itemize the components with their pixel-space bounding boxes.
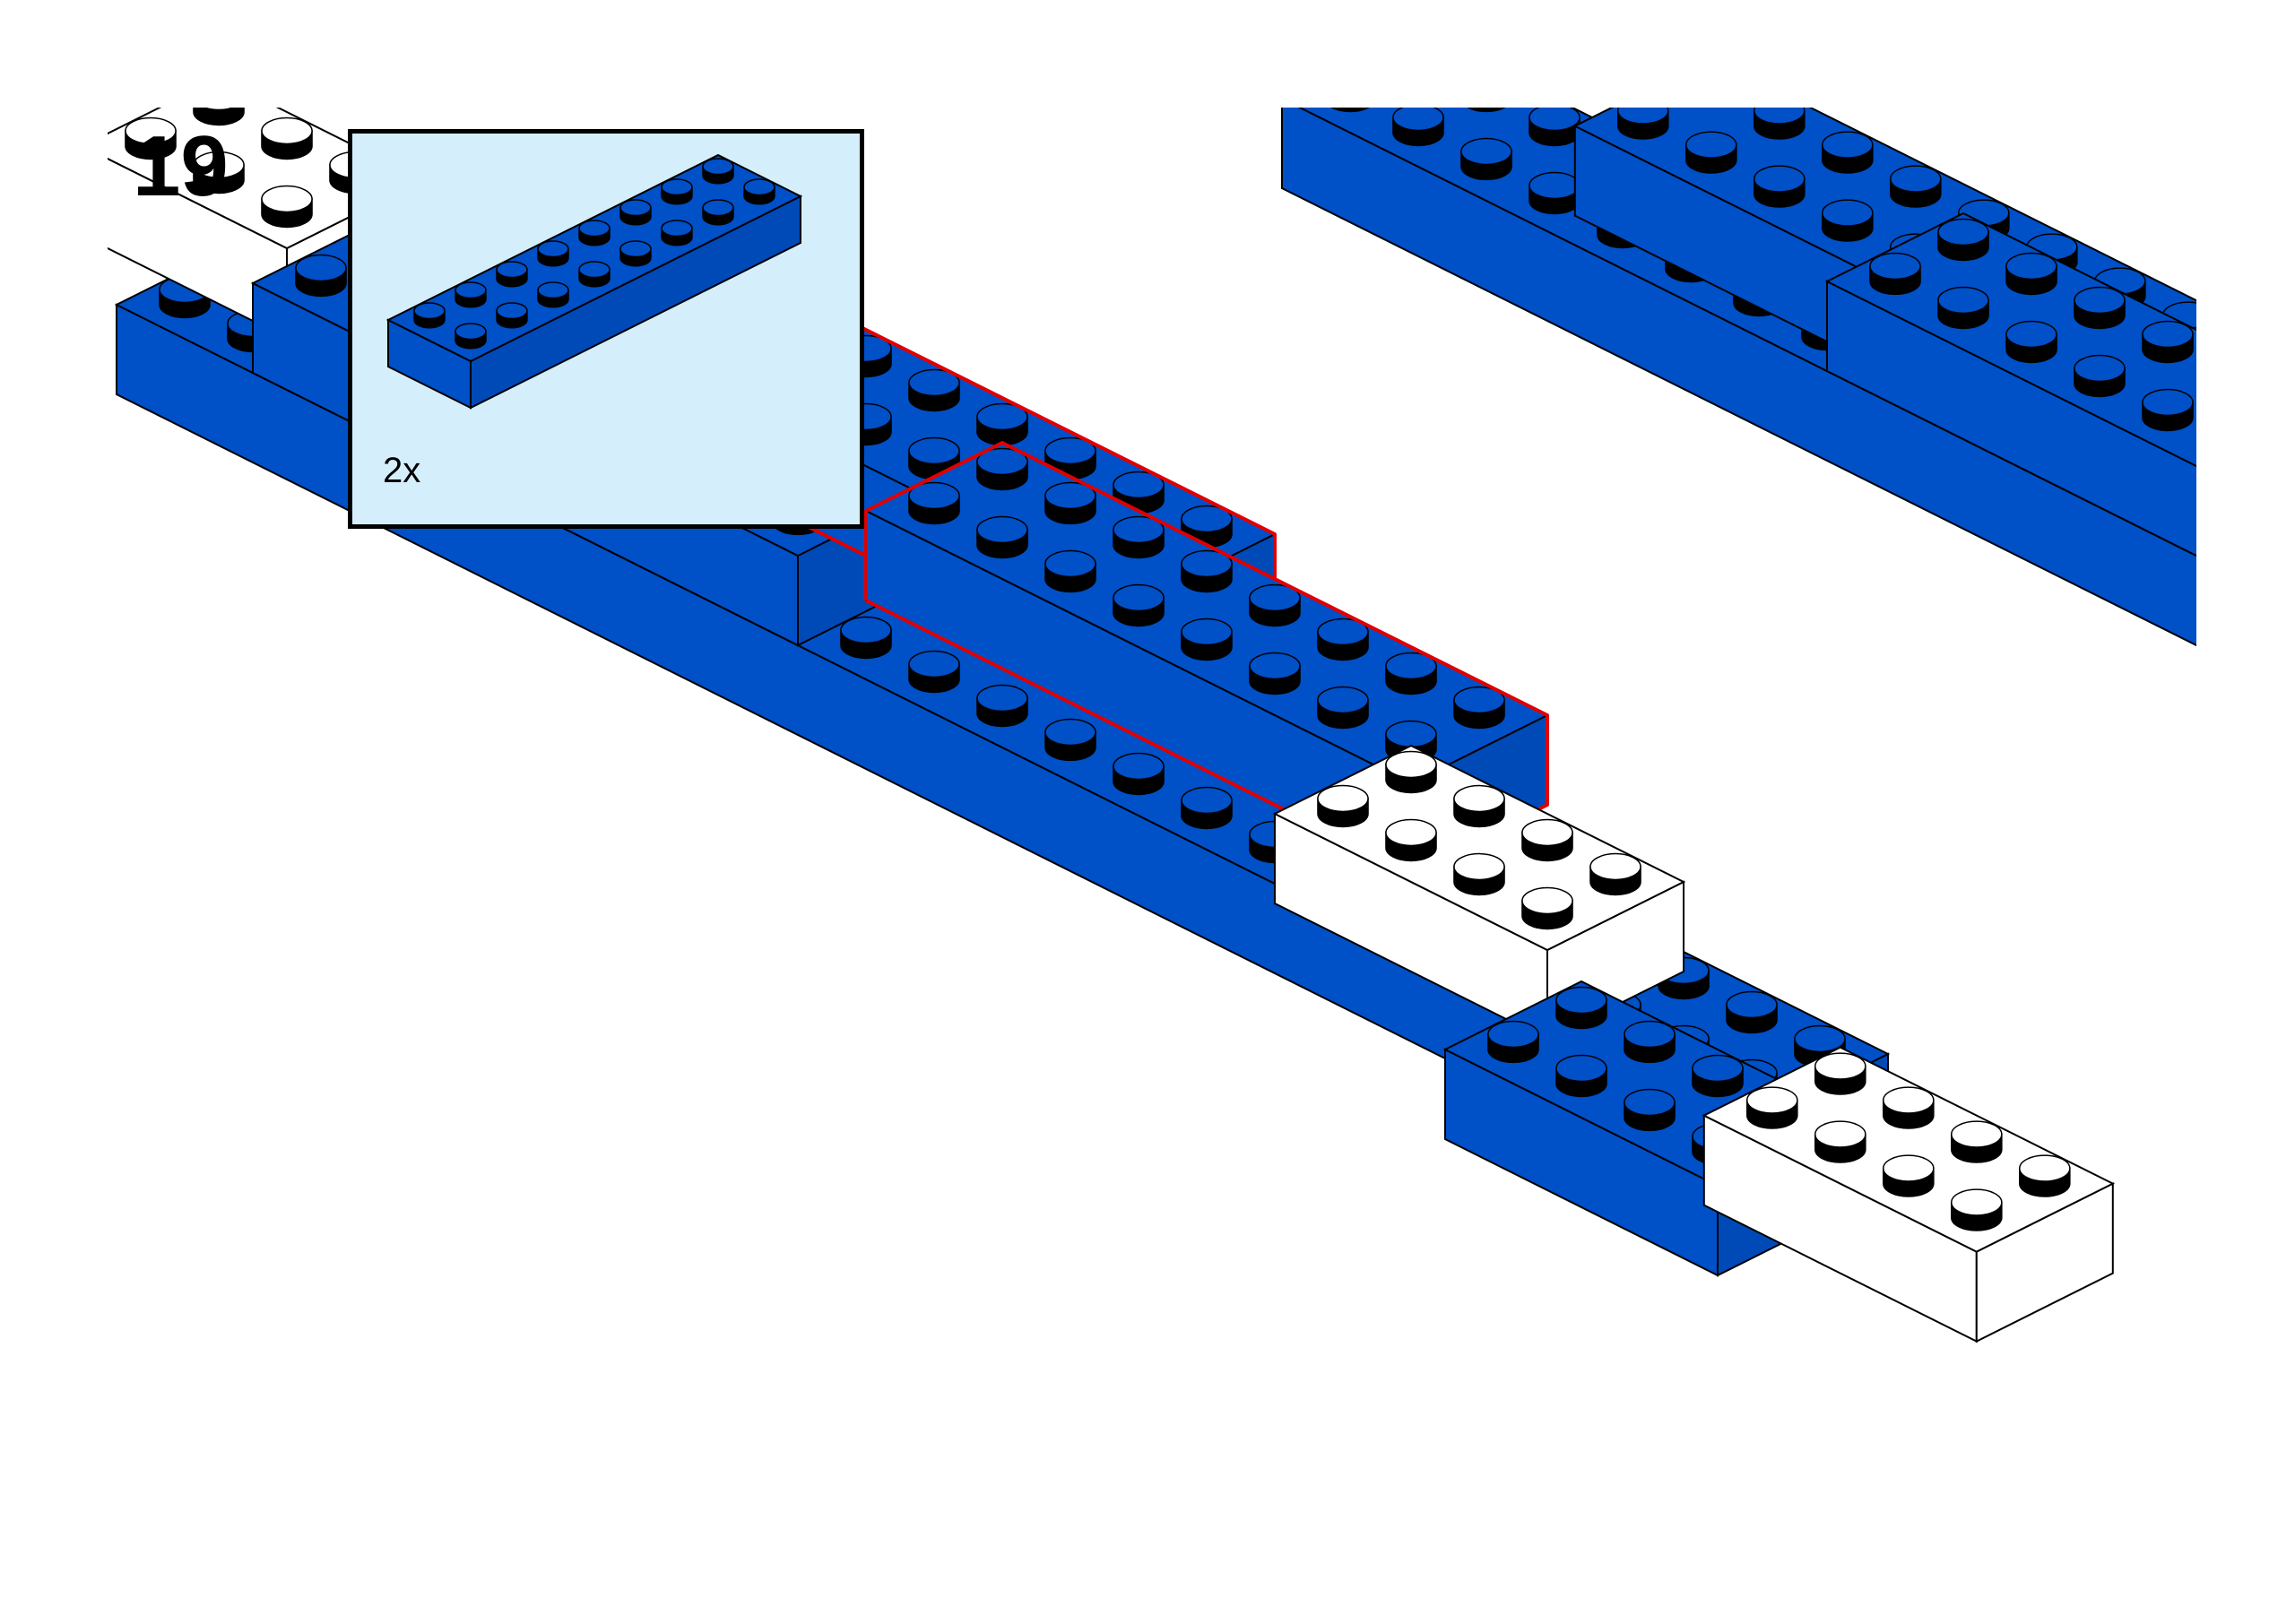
stud-group [1869,218,2295,498]
stud-group [1746,1052,2071,1231]
stud-icon [2279,560,2295,588]
stud-icon [1393,49,1443,77]
stud-group [1317,750,1641,930]
brick-7 [1702,1046,2116,1343]
stud-icon [1686,77,1736,105]
parts-callout: 2x [348,129,864,529]
stud-icon [1467,108,1506,113]
stud-group [413,158,775,350]
stud-icon [193,108,245,126]
stud-icon [2211,436,2261,464]
callout-brick [385,153,803,410]
step-number: 19 [133,118,229,214]
stud-icon [2279,402,2295,430]
far-wall-brick-2 [1824,212,2295,557]
brick-2x8-icon [352,134,860,524]
stud-icon [2211,368,2261,396]
stud-icon [2211,458,2261,486]
brick-5 [1272,744,1686,1041]
stud-icon [2279,492,2295,520]
stud-icon [2211,526,2261,554]
part-quantity: 2x [383,451,421,490]
stud-icon [2279,471,2295,498]
stud-icon [1330,108,1370,113]
